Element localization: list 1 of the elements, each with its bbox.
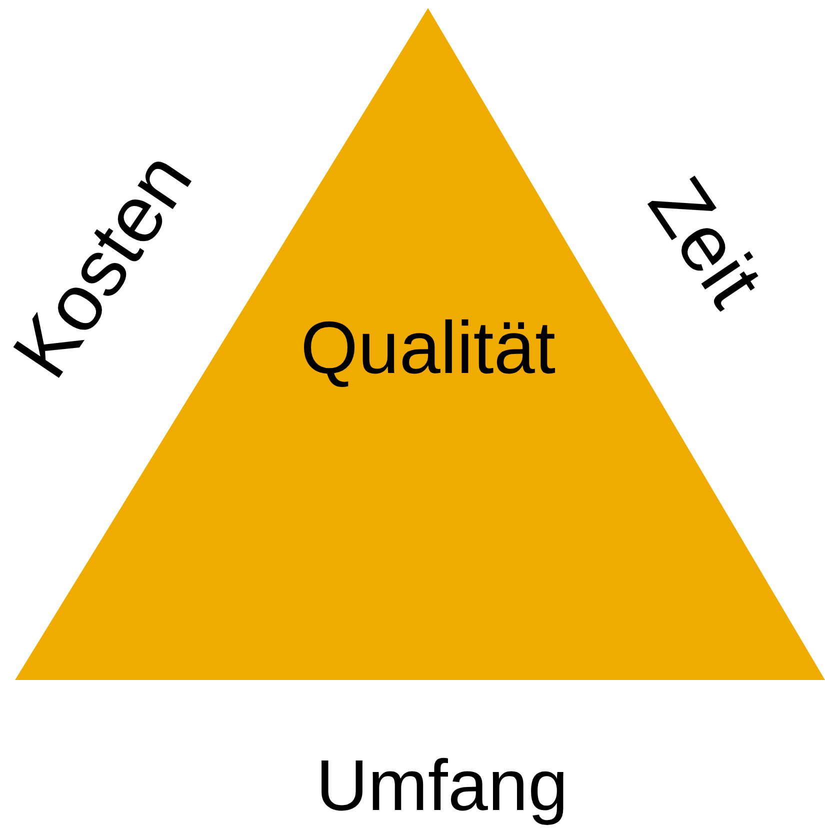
triangle-label: Qualität xyxy=(300,311,556,385)
